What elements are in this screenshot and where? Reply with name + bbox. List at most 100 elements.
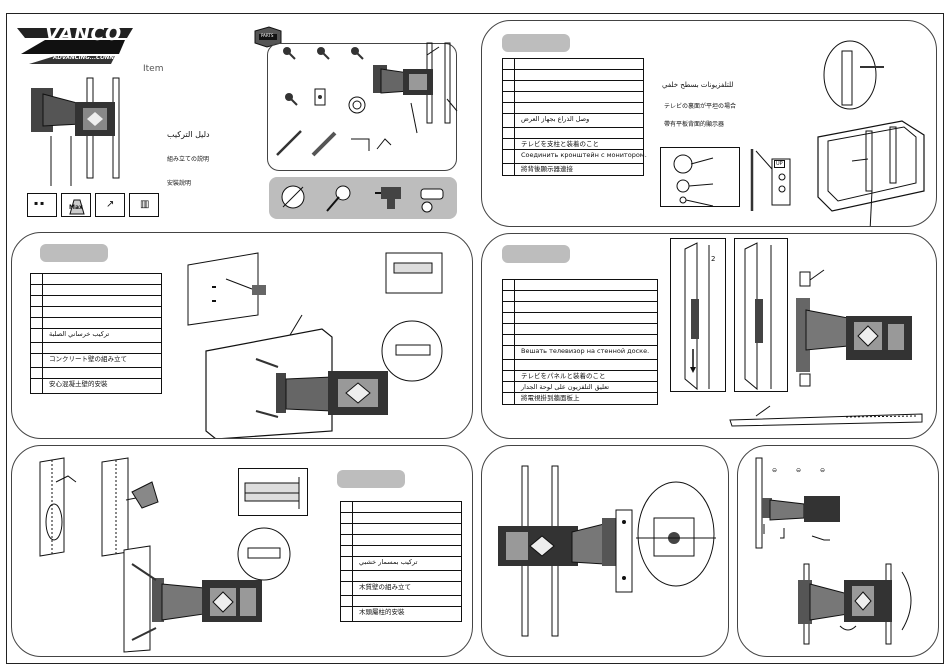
bolt-icon — [351, 47, 364, 60]
bolt-icon — [283, 47, 296, 60]
table-row — [503, 92, 643, 103]
lag-bolt-icon — [276, 130, 302, 156]
parts-panel: PARTS — [247, 19, 477, 224]
parts-box-label: PARTS — [261, 33, 274, 38]
table-row — [341, 502, 461, 513]
item-label: Item — [143, 64, 164, 74]
table-row — [341, 596, 461, 607]
step-tab — [502, 34, 570, 52]
long-parts-row — [276, 130, 392, 157]
table-row — [31, 285, 161, 296]
flat-back-note-japanese: テレビの裏面が平坦の場合 — [664, 103, 737, 110]
table-row: 木質壁の組み立て — [341, 582, 461, 596]
brand-logo: VANCO ADVANCING...CONNECTIVITY — [15, 23, 142, 68]
monitor-step-table: وصل الذراع بجهاز العرض テレビを支柱と装着のこと Соед… — [502, 58, 647, 176]
table-row — [341, 524, 461, 535]
svg-text:⊖: ⊖ — [796, 467, 801, 474]
cover-area: VANCO ADVANCING...CONNECTIVITY Item دليل… — [7, 14, 247, 224]
table-row: Вешать телевизор на стенной доске. — [503, 346, 657, 360]
stud-finder-illustration — [39, 457, 159, 557]
table-row: コンクリート壁の組み立て — [31, 354, 161, 368]
hang-step-table: Вешать телевизор на стенной доске. テレビをパ… — [502, 279, 658, 405]
flat-back-note-arabic: للتلفزيونات بسطح خلفي — [662, 81, 734, 89]
hang-bracket-illustration — [796, 269, 912, 387]
table-row — [341, 535, 461, 546]
hang-step-box-2 — [734, 238, 788, 392]
tools-strip — [269, 177, 457, 219]
hang-step-box-1: 2 — [670, 238, 726, 392]
max-load-badge: Max — [61, 193, 91, 217]
hole-circles-icon — [673, 154, 714, 207]
table-row: تعليق التلفزيون على لوحة الجدار — [503, 382, 657, 393]
table-row — [341, 513, 461, 524]
spec-badges: ▪ ▪ Max ↗ ▥ — [27, 193, 159, 217]
wall-type-badge: ▥ — [129, 193, 159, 217]
table-row — [31, 296, 161, 307]
table-row — [503, 59, 643, 70]
table-row — [503, 302, 657, 313]
weight-icon — [69, 199, 85, 215]
vesa-badge-label: ▪ ▪ — [34, 200, 45, 207]
washer-icon — [348, 96, 366, 114]
table-row — [503, 324, 657, 335]
svg-text:⊖: ⊖ — [772, 467, 777, 474]
table-row: 安心混凝土壁的安裝 — [31, 379, 161, 393]
table-row — [503, 103, 643, 114]
tool-icon — [376, 138, 392, 150]
table-row — [31, 343, 161, 354]
tv-back-illustration — [817, 40, 925, 226]
table-row — [341, 546, 461, 557]
extension-badge: ↗ — [95, 193, 125, 217]
adjust-illustration: ⊖ ⊖ ⊖ — [755, 457, 912, 645]
adjust-panel: ⊖ ⊖ ⊖ — [737, 445, 939, 657]
concrete-step-table: تركيب خرساني الصلبة コンクリート壁の組み立て 安心混凝土壁的… — [30, 273, 162, 394]
cover-line-japanese: 組み立ての説明 — [167, 156, 210, 163]
wall-type-badge-label: ▥ — [140, 199, 150, 210]
table-row — [31, 368, 161, 379]
logo-swoosh-icon — [17, 28, 133, 64]
table-row — [503, 81, 643, 92]
table-row — [31, 318, 161, 329]
table-row — [503, 360, 657, 371]
allen-key-icon — [351, 138, 370, 151]
table-row — [503, 335, 657, 346]
table-row: تركيب خرساني الصلبة — [31, 329, 161, 343]
level-icon — [281, 185, 305, 209]
bracket-parts-illustration — [373, 42, 458, 134]
screw-parts-row — [283, 47, 364, 60]
lock-screw-panel — [481, 445, 729, 657]
table-row: وصل الذراع بجهاز العرض — [503, 114, 643, 128]
drill-depth-icon — [244, 477, 300, 509]
vesa-badge: ▪ ▪ — [27, 193, 57, 217]
table-row: تركيب بمسمار خشبي — [341, 557, 461, 571]
wood-install-illustration — [123, 527, 291, 653]
table-row — [503, 128, 643, 139]
table-row — [503, 280, 657, 291]
table-row: 將電視掛到牆面板上 — [503, 393, 657, 404]
brand-tagline: ADVANCING...CONNECTIVITY — [53, 55, 142, 61]
spacer-plate-icon — [314, 88, 326, 106]
hooked-icon — [744, 242, 772, 391]
table-row — [503, 313, 657, 324]
table-row: 木頭屬柱的安裝 — [341, 607, 461, 621]
step-tab — [337, 470, 405, 488]
step-arrow-number: 2 — [711, 255, 716, 263]
instruction-sheet: VANCO ADVANCING...CONNECTIVITY Item دليل… — [6, 13, 944, 664]
small-parts-row — [285, 88, 326, 106]
table-row — [503, 291, 657, 302]
up-plate-holes-icon — [778, 173, 786, 193]
parts-list-frame — [267, 43, 457, 171]
table-row — [503, 70, 643, 81]
extension-badge-label: ↗ — [106, 199, 115, 210]
hang-monitor-panel: Вешать телевизор на стенной доске. テレビをパ… — [481, 233, 937, 439]
wood-step-table: تركيب بمسمار خشبي 木質壁の組み立て 木頭屬柱的安裝 — [340, 501, 462, 622]
drill-icon — [375, 187, 401, 209]
monitor-screw-illustration — [750, 149, 791, 211]
hole-size-diagram — [660, 147, 740, 207]
concrete-install-illustration — [187, 252, 443, 438]
brand-name: VANCO — [45, 23, 122, 45]
table-row: Соединить кронштейн с монитором. — [503, 150, 647, 164]
table-row: テレビを支柱と装着のこと — [503, 139, 643, 150]
step-tab — [40, 244, 108, 262]
table-row — [31, 274, 161, 285]
